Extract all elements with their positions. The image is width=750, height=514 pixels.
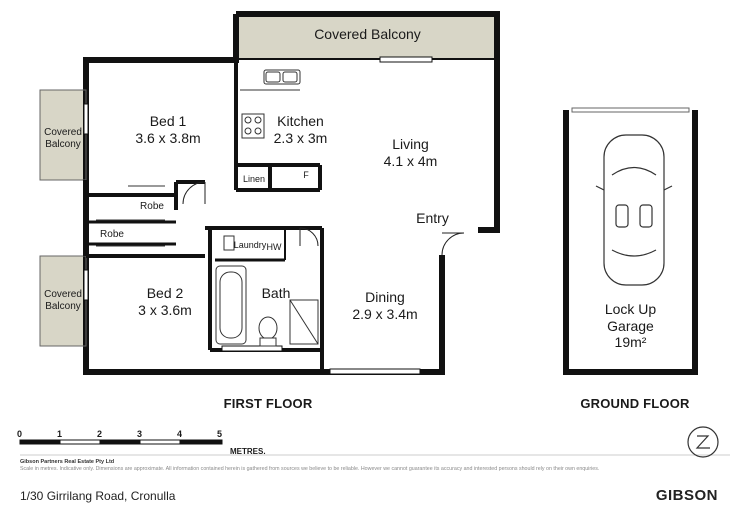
covered-balcony-top-label: Covered Balcony [314, 26, 421, 42]
dining-label: Dining 2.9 x 3.4m [335, 289, 435, 322]
agency-name: Gibson Partners Real Estate Pty Ltd [20, 459, 115, 465]
bed1-size: 3.6 x 3.8m [135, 129, 201, 146]
dining-size: 2.9 x 3.4m [352, 305, 418, 322]
interior-walls [86, 60, 324, 372]
kitchen-name: Kitchen [277, 113, 324, 129]
bed1-label: Bed 1 3.6 x 3.8m [118, 113, 218, 146]
first-floor-label: FIRST FLOOR [223, 396, 313, 411]
bath-fixtures [215, 235, 319, 347]
brand-logo: GIBSON [655, 487, 718, 504]
scale-tick-0: 0 [17, 429, 23, 439]
bed2-size: 3 x 3.6m [138, 301, 192, 318]
kitchen-fixtures [240, 69, 301, 139]
scale-tick-4: 4 [177, 429, 183, 439]
garage [563, 107, 698, 375]
covered-balcony-left-2 [40, 256, 86, 346]
living-name: Living [392, 136, 429, 152]
covered-balcony-left-1-line2: Balcony [45, 138, 81, 150]
entry-label: Entry [416, 210, 449, 226]
disclaimer-text: Scale in metres. Indicative only. Dimens… [20, 466, 600, 472]
doors [182, 181, 465, 256]
covered-balcony-left-2-label: Covered Balcony [41, 289, 85, 313]
car-icon [595, 134, 673, 286]
bath-label: Bath [261, 285, 291, 301]
scale-unit: METRES. [230, 447, 266, 456]
scale-tick-3: 3 [137, 429, 143, 439]
windows [83, 56, 433, 375]
garage-line2: Garage [607, 317, 654, 334]
kitchen-size: 2.3 x 3m [273, 129, 328, 146]
covered-balcony-left-2-line1: Covered [44, 289, 82, 300]
robe2-label: Robe [100, 229, 124, 240]
garage-line3: 19m² [614, 334, 647, 351]
kitchen-label: Kitchen 2.3 x 3m [258, 113, 343, 146]
scale-bar [19, 439, 223, 445]
garage-label: Lock Up Garage 19m² [583, 301, 678, 351]
fridge-label: F [303, 170, 309, 180]
dining-name: Dining [365, 289, 405, 305]
property-address: 1/30 Girrilang Road, Cronulla [20, 489, 176, 503]
bed2-label: Bed 2 3 x 3.6m [120, 285, 210, 318]
covered-balcony-top [236, 14, 497, 59]
covered-balcony-left-1-line1: Covered [44, 127, 82, 138]
hw-label: HW [266, 242, 282, 252]
scale-tick-1: 1 [57, 429, 63, 439]
garage-line1: Lock Up [604, 301, 657, 317]
scale-tick-2: 2 [97, 429, 103, 439]
scale-tick-5: 5 [217, 429, 223, 439]
bed1-name: Bed 1 [149, 113, 187, 129]
living-label: Living 4.1 x 4m [368, 136, 453, 169]
linen-label: Linen [242, 174, 266, 184]
ground-floor-label: GROUND FLOOR [580, 396, 690, 411]
covered-balcony-left-2-line2: Balcony [45, 300, 81, 312]
bed2-name: Bed 2 [146, 285, 184, 301]
laundry-label: Laundry [233, 240, 267, 250]
north-compass-icon [687, 426, 719, 458]
robe1-label: Robe [140, 201, 164, 212]
covered-balcony-left-1-label: Covered Balcony [41, 127, 85, 151]
living-size: 4.1 x 4m [383, 152, 438, 169]
covered-balcony-left-1 [40, 90, 86, 180]
